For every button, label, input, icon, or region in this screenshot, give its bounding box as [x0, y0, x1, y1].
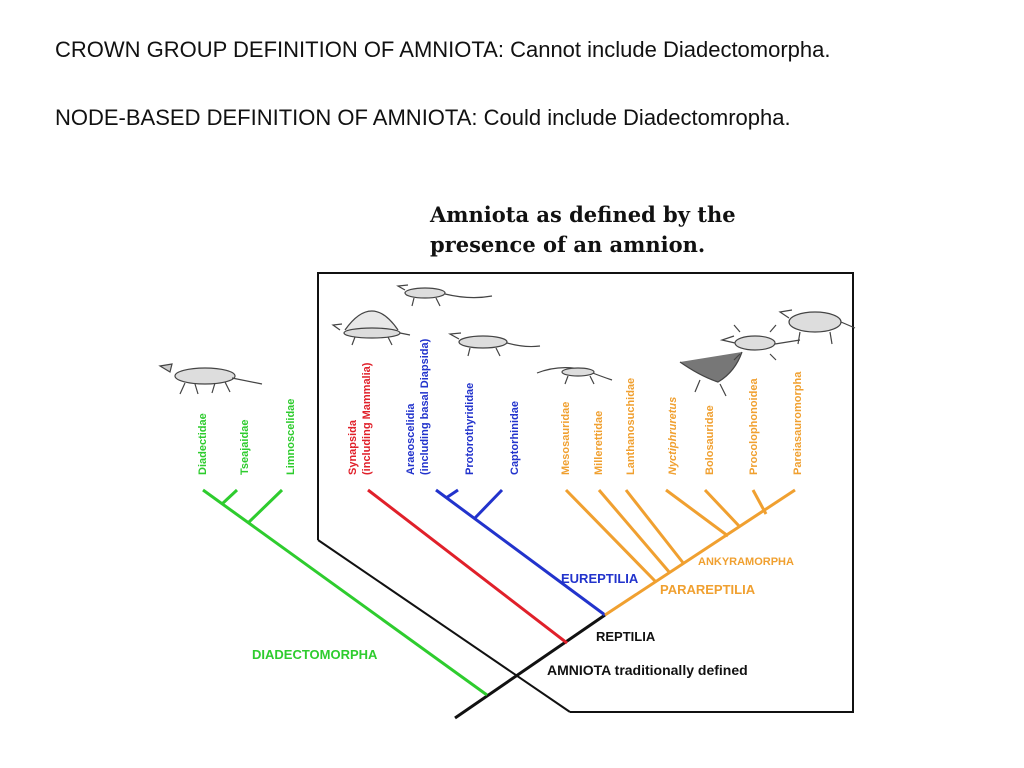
taxon-synapsida-note: (including Mammalia) — [361, 362, 373, 475]
taxon-nyctiphruretus: Nyctiphruretus — [667, 397, 679, 475]
taxon-bolosauridae: Bolosauridae — [704, 405, 716, 475]
figure-title-line2: presence of an amnion — [430, 232, 698, 257]
clade-reptilia: REPTILIA — [596, 629, 656, 644]
taxon-millerettidae: Millerettidae — [593, 411, 605, 475]
taxon-procolophonoidea: Procolophonoidea — [748, 378, 760, 475]
taxon-mesosauridae: Mesosauridae — [560, 402, 572, 475]
figure-title-line1: Amniota as defined by the — [430, 202, 736, 227]
bolosaurus-skeleton-icon — [679, 351, 743, 397]
clade-diadectomorpha: DIADECTOMORPHA — [252, 647, 378, 662]
taxon-diadectidae: Diadectidae — [197, 413, 209, 475]
taxon-limnoscelidae: Limnoscelidae — [285, 399, 297, 475]
synapsida-branch — [367, 488, 568, 645]
eureptilia-branches — [435, 488, 606, 617]
figure-title-line2-wrap: presence of an amnion. — [430, 230, 736, 260]
clade-eureptilia: EUREPTILIA — [561, 571, 639, 586]
protorothyris-skeleton-icon — [448, 332, 541, 357]
taxon-protorothyrididae: Protorothyrididae — [464, 383, 476, 475]
figure-title-suffix: . — [697, 232, 706, 257]
figure-title: Amniota as defined by the presence of an… — [430, 200, 736, 260]
procolophon-skeleton-icon — [719, 324, 801, 361]
amniota-box-diagonal — [317, 539, 571, 713]
taxon-araeoscelidia: Araeoscelidia — [405, 403, 417, 475]
amniota-trunk-line — [454, 613, 606, 720]
dimetrodon-skeleton-icon — [331, 310, 411, 346]
clade-parareptilia: PARAREPTILIA — [660, 582, 756, 597]
taxon-lanthanosuchidae: Lanthanosuchidae — [625, 378, 637, 475]
taxon-pareiasauromorpha: Pareiasauromorpha — [792, 371, 804, 475]
taxon-synapsida: Synapsida — [347, 419, 359, 475]
pareiasaur-skeleton-icon — [778, 309, 856, 345]
araeoscelis-skeleton-icon — [396, 284, 493, 307]
taxon-tseajaidae: Tseajaidae — [239, 420, 251, 475]
node-based-definition-text: NODE-BASED DEFINITION OF AMNIOTA: Could … — [55, 105, 791, 130]
mesosaurus-skeleton-icon — [536, 367, 613, 385]
taxon-captorhinidae: Captorhinidae — [509, 401, 521, 475]
taxon-araeoscelidia-note: (including basal Diapsida) — [419, 338, 431, 475]
clade-amniota-traditional: AMNIOTA traditionally defined — [547, 662, 748, 678]
clade-ankyramorpha: ANKYRAMORPHA — [698, 556, 794, 568]
amnion-box-outline — [317, 272, 854, 713]
crown-group-definition-text: CROWN GROUP DEFINITION OF AMNIOTA: Canno… — [55, 37, 831, 62]
parareptilia-branches — [564, 488, 796, 617]
diadectomorpha-branches — [202, 488, 488, 697]
diadectes-skeleton-icon — [158, 363, 263, 395]
